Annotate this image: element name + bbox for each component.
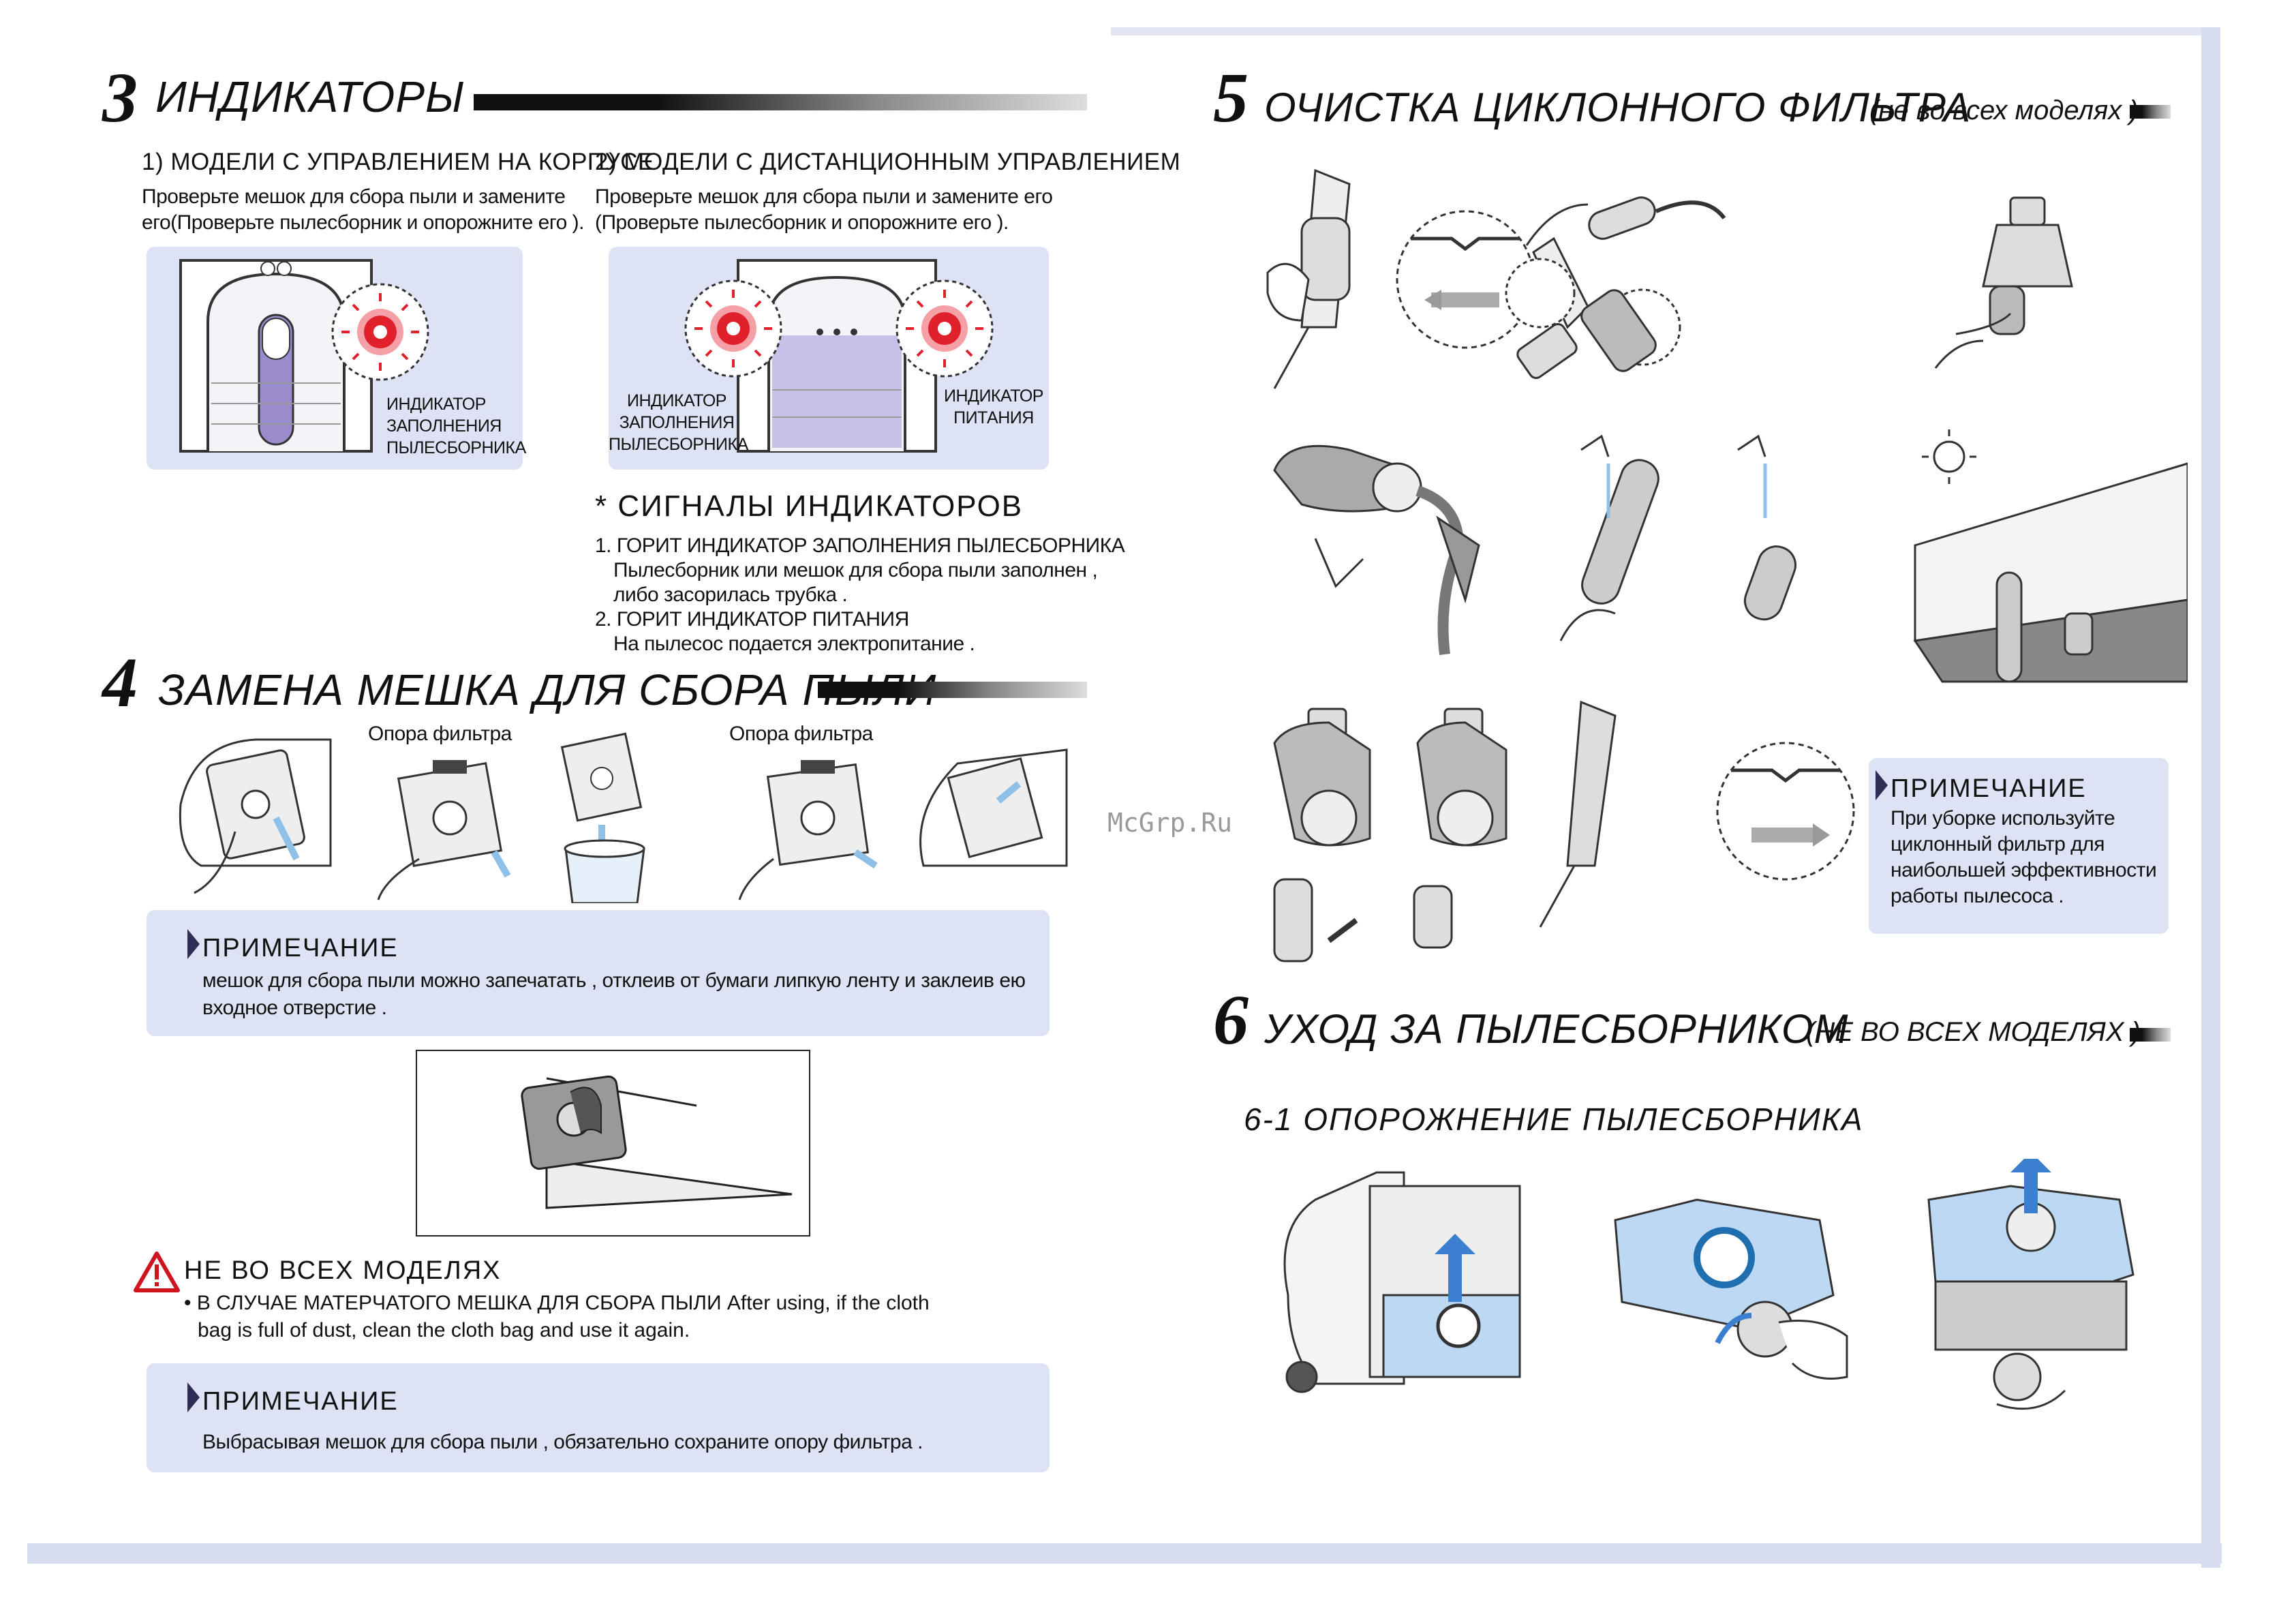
section-5-note-text-3: наибольшей эффективности — [1891, 859, 2157, 881]
warning-text-1: • В СЛУЧАЕ МАТЕРЧАТОГО МЕШКА ДЛЯ СБОРА П… — [184, 1292, 930, 1314]
section-3-sub1: 1) МОДЕЛИ С УПРАВЛЕНИЕМ НА КОРПУСЕ — [142, 149, 654, 175]
cyclone-step-1 — [1266, 168, 1535, 389]
full-indicator-light-icon — [331, 283, 429, 381]
cyclone-step-2 — [1505, 196, 1726, 379]
section-5-note-title: ПРИМЕЧАНИЕ — [1891, 774, 2087, 803]
warning-text-2: bag is full of dust, clean the cloth bag… — [198, 1319, 690, 1341]
section-5-title: ОЧИСТКА ЦИКЛОННОГО ФИЛЬТРА — [1264, 85, 1972, 130]
note-2-text: Выбрасывая мешок для сбора пыли , обязат… — [202, 1431, 923, 1453]
section-3-sub2-text2: (Проверьте пылесборник и опорожните его … — [595, 211, 1009, 234]
note-marker-icon — [187, 929, 200, 959]
full-indicator-light-icon-2 — [684, 279, 782, 378]
cyclone-step-6 — [1913, 429, 2188, 683]
sealed-bag-illustration — [521, 1075, 793, 1209]
signals-title: * СИГНАЛЫ ИНДИКАТОРОВ — [595, 489, 1024, 523]
filter-support-label-1: Опора фильтра — [368, 723, 512, 745]
section-3-sub2: 2) МОДЕЛИ С ДИСТАНЦИОННЫМ УПРАВЛЕНИЕМ — [595, 149, 1181, 175]
section-6-1-subtitle: 6-1 ОПОРОЖНЕНИЕ ПЫЛЕСБОРНИКА — [1244, 1102, 1864, 1137]
section-3-number: 3 — [102, 59, 138, 137]
label-full-2: ЗАПОЛНЕНИЯ — [386, 416, 502, 436]
section-6-title-note: (НЕ ВО ВСЕХ МОДЕЛЯХ ) — [1806, 1017, 2141, 1047]
sealed-bag-illustration-frame — [416, 1050, 810, 1237]
label-power-2: ПИТАНИЯ — [953, 408, 1034, 427]
section-4-title: ЗАМЕНА МЕШКА ДЛЯ СБОРА ПЫЛИ — [158, 665, 937, 714]
section-4-number: 4 — [102, 643, 138, 722]
signal-1-text-2: либо засорилась трубка . — [613, 583, 848, 606]
section-3-sub1-text2: его(Проверьте пылесборник и опорожните е… — [142, 211, 584, 234]
warning-title: НЕ ВО ВСЕХ МОДЕЛЯХ — [184, 1256, 502, 1285]
indicator-panel-remote-control: ИНДИКАТОР ЗАПОЛНЕНИЯ ПЫЛЕСБОРНИКА ИНДИКА… — [609, 247, 1049, 470]
note-marker-icon-2 — [187, 1382, 200, 1412]
power-indicator-light-icon — [896, 279, 994, 378]
bag-replacement-steps-illustration — [179, 732, 1068, 903]
cyclone-step-5 — [1559, 434, 1797, 641]
section-6-title: УХОД ЗА ПЫЛЕСБОРНИКОМ — [1264, 1006, 1849, 1052]
section-4-bar — [818, 682, 1087, 698]
frame-right-strip — [2201, 27, 2220, 1568]
section-5-bar — [2130, 105, 2171, 119]
cyclone-step-3 — [1934, 196, 2073, 369]
note-panel-1: ПРИМЕЧАНИЕ мешок для сбора пыли можно за… — [147, 910, 1050, 1036]
dustbin-emptying-illustration — [1283, 1159, 2134, 1410]
frame-top-strip — [1111, 27, 2208, 35]
filter-support-label-2: Опора фильтра — [729, 723, 873, 745]
watermark: McGrp.Ru — [1107, 808, 1233, 838]
note-1-text-2: входное отверстие . — [202, 997, 387, 1019]
vacuum-top-panel-illustration — [179, 259, 373, 453]
note-1-text-1: мешок для сбора пыли можно запечатать , … — [202, 969, 1026, 992]
note-2-title: ПРИМЕЧАНИЕ — [202, 1387, 399, 1416]
section-3-title: ИНДИКАТОРЫ — [155, 72, 465, 121]
cyclone-step-7 — [1273, 708, 1507, 962]
label-full-r-1: ИНДИКАТОР — [627, 391, 726, 410]
section-5-note-text-1: При уборке используйте — [1891, 807, 2115, 830]
signal-2-text: На пылесос подается электропитание . — [613, 633, 975, 655]
cyclone-step-4 — [1273, 444, 1480, 655]
section-3-bar — [474, 94, 1087, 110]
section-6-number: 6 — [1213, 981, 1249, 1059]
dustbin-step-2 — [1614, 1198, 1848, 1380]
vacuum-top-panel-remote-illustration — [737, 259, 937, 453]
label-full-r-3: ПЫЛЕСБОРНИКА — [609, 435, 748, 454]
cyclone-step-8 — [1539, 700, 1855, 928]
label-full-3: ПЫЛЕСБОРНИКА — [386, 438, 526, 457]
warning-triangle-icon — [134, 1252, 180, 1292]
signal-1: 1. ГОРИТ ИНДИКАТОР ЗАПОЛНЕНИЯ ПЫЛЕСБОРНИ… — [595, 534, 1125, 557]
signal-2: 2. ГОРИТ ИНДИКАТОР ПИТАНИЯ — [595, 608, 909, 631]
section-3-sub2-text1: Проверьте мешок для сбора пыли и заменит… — [595, 185, 1053, 208]
label-full-r-2: ЗАПОЛНЕНИЯ — [619, 413, 735, 432]
section-5-note-text-2: циклонный фильтр для — [1891, 833, 2104, 855]
dustbin-step-3 — [1927, 1159, 2134, 1410]
signal-1-text-1: Пылесборник или мешок для сбора пыли зап… — [613, 559, 1098, 581]
section-5-title-note: (не во всех моделях ) — [1869, 95, 2139, 125]
label-power-1: ИНДИКАТОР — [944, 386, 1043, 406]
note-panel-2: ПРИМЕЧАНИЕ Выбрасывая мешок для сбора пы… — [147, 1363, 1050, 1472]
section-3-sub1-text1: Проверьте мешок для сбора пыли и заменит… — [142, 185, 566, 208]
dustbin-step-1 — [1283, 1171, 1521, 1393]
frame-bottom-strip — [27, 1543, 2222, 1564]
indicator-panel-body-control: ИНДИКАТОР ЗАПОЛНЕНИЯ ПЫЛЕСБОРНИКА — [147, 247, 526, 470]
section-5-number: 5 — [1213, 59, 1249, 137]
note-marker-icon-3 — [1876, 770, 1888, 800]
section-5-note-text-4: работы пылесоса . — [1891, 885, 2064, 907]
note-1-title: ПРИМЕЧАНИЕ — [202, 934, 399, 962]
cyclone-filter-steps-illustration — [1266, 168, 2188, 962]
section-6-bar — [2130, 1028, 2171, 1042]
section-5-note-panel: ПРИМЕЧАНИЕ При уборке используйте циклон… — [1869, 758, 2169, 934]
label-full-1: ИНДИКАТОР — [386, 395, 486, 414]
